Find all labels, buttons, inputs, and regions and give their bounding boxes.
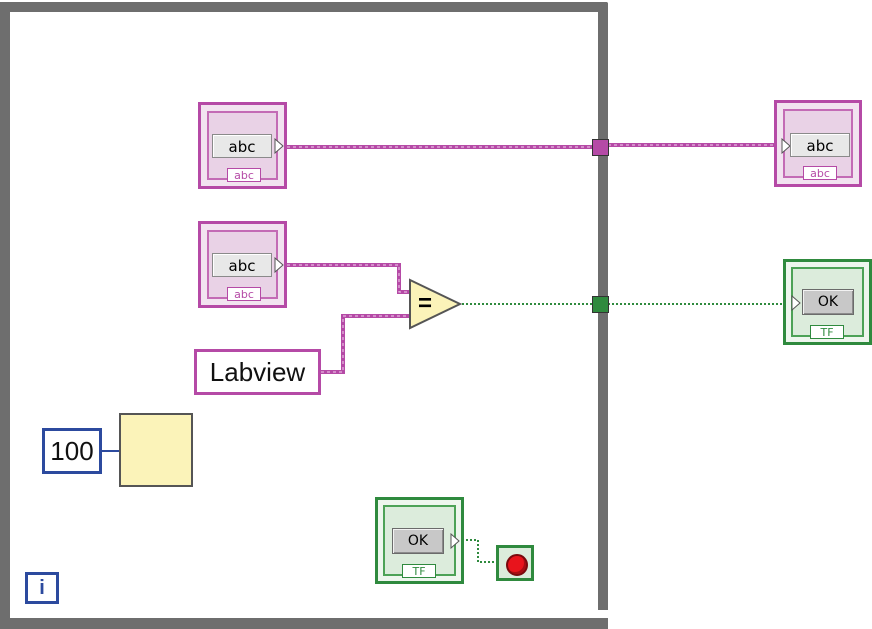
string-wire-top[interactable]: [287, 143, 778, 149]
boolean-tunnel[interactable]: [592, 296, 609, 313]
string-indicator[interactable]: abc abc: [774, 100, 862, 187]
string-control-top[interactable]: abc abc: [198, 102, 287, 189]
while-loop-right-border[interactable]: [598, 2, 608, 629]
output-arrow-icon: [274, 138, 284, 154]
stop-condition-terminal[interactable]: [496, 545, 534, 581]
boolean-type-tag: TF: [402, 564, 436, 578]
ok-boolean-indicator[interactable]: OK TF: [783, 259, 872, 345]
boolean-wire-stop[interactable]: [462, 539, 497, 563]
while-loop-bottom-border[interactable]: [0, 618, 608, 629]
stop-condition-icon: [506, 554, 528, 576]
while-loop-left-border[interactable]: [0, 2, 10, 629]
equal-compare-node[interactable]: [409, 278, 463, 330]
while-loop-resize-notch: [596, 610, 610, 618]
string-tunnel[interactable]: [592, 139, 609, 156]
iteration-terminal[interactable]: i: [25, 572, 59, 604]
string-control-value: abc: [212, 134, 272, 158]
string-wire-compare-y[interactable]: [321, 314, 412, 374]
boolean-type-tag: TF: [810, 325, 844, 339]
ok-indicator-button: OK: [802, 289, 854, 315]
string-type-tag: abc: [227, 287, 261, 301]
labview-string-constant[interactable]: Labview: [194, 349, 321, 395]
string-wire-compare-x[interactable]: [287, 263, 412, 294]
string-indicator-value: abc: [790, 133, 850, 157]
numeric-constant-100[interactable]: 100: [42, 428, 102, 474]
string-control-value: abc: [212, 253, 272, 277]
while-loop-top-border[interactable]: [0, 2, 608, 12]
equal-symbol: =: [417, 290, 432, 317]
string-type-tag: abc: [803, 166, 837, 180]
input-arrow-icon: [791, 295, 801, 311]
input-arrow-icon: [781, 138, 791, 154]
string-control-middle[interactable]: abc abc: [198, 221, 287, 308]
wait-ms-node[interactable]: [119, 413, 193, 487]
output-arrow-icon: [274, 257, 284, 273]
output-arrow-icon: [450, 533, 460, 549]
string-type-tag: abc: [227, 168, 261, 182]
ok-boolean-control[interactable]: OK TF: [375, 497, 464, 584]
ok-control-button: OK: [392, 528, 444, 554]
